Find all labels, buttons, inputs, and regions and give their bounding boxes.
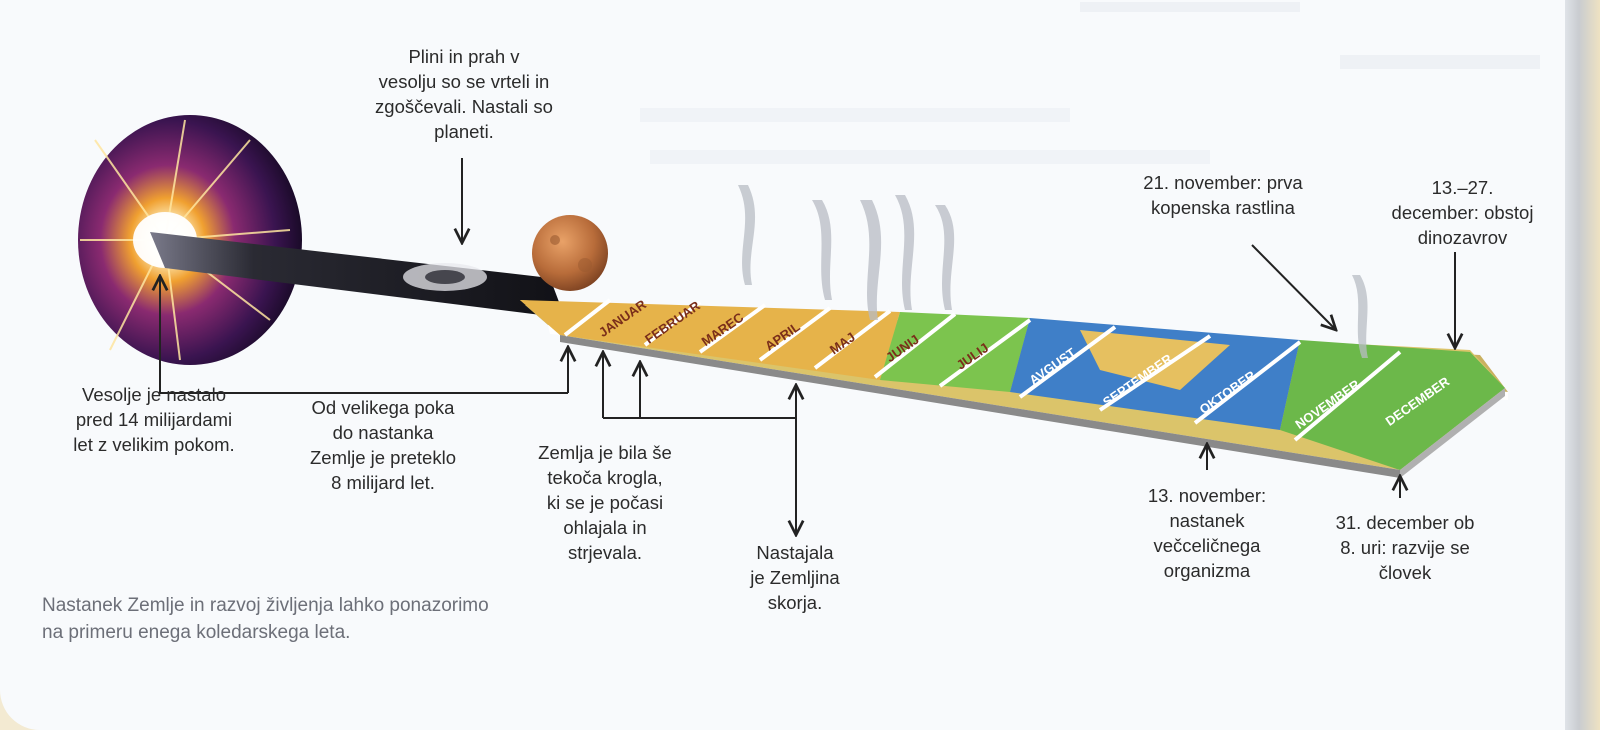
show-through-line [640,108,1070,122]
label-planets: Plini in prah v vesolju so se vrteli in … [375,46,553,142]
caption: Nastanek Zemlje in razvoj življenja lahk… [42,595,489,643]
show-through-line [650,150,1210,164]
label-human: 31. december ob 8. uri: razvije se člove… [1335,512,1475,583]
label-crust: Nastajala je Zemljina skorja. [750,542,840,613]
arrow-land-plant [1251,244,1336,330]
label-universe: Vesolje je nastalo pred 14 milijardami l… [73,384,235,455]
show-through-line [1080,2,1300,12]
label-big-bang-to-earth: Od velikega poka do nastanka Zemlje je p… [309,397,456,493]
callout-arrows [160,158,1455,535]
book-gutter [1565,0,1600,730]
planet-image [532,215,608,291]
dark-beam [150,232,565,318]
label-land-plant: 21. november: prva kopenska rastlina [1143,172,1303,218]
month-dividers [563,298,1402,442]
show-through-line [1340,55,1540,69]
label-multicellular: 13. november: nastanek večceličnega orga… [1147,485,1267,581]
label-dinosaurs: 13.–27. december: obstoj dinozavrov [1391,177,1534,248]
smoke-plumes [738,185,1368,358]
label-liquid-earth: Zemlja je bila še tekoča krogla, ki se j… [538,442,672,563]
